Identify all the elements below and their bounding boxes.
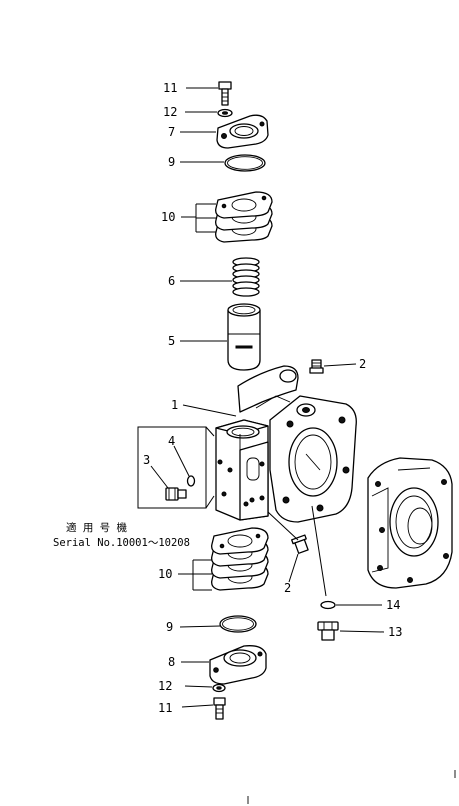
part-12-washer-bottom xyxy=(212,683,226,693)
callout-7: 7 xyxy=(168,125,175,139)
callout-10-top: 10 xyxy=(161,210,175,224)
part-13-drain-plug xyxy=(317,621,339,641)
callout-9-top: 9 xyxy=(168,155,175,169)
part-housing xyxy=(367,457,453,589)
callout-5: 5 xyxy=(168,334,175,348)
part-10-shims-bottom xyxy=(211,527,269,591)
part-2-plug-bottom xyxy=(291,534,309,554)
callout-9-bottom: 9 xyxy=(166,620,173,634)
part-1-valve-body xyxy=(215,365,357,523)
callout-14: 14 xyxy=(386,598,400,612)
callout-10-bottom: 10 xyxy=(158,567,172,581)
part-3-plug xyxy=(165,487,187,501)
part-11-bolt-bottom xyxy=(213,697,226,720)
part-12-washer-top xyxy=(217,108,233,118)
callout-11-top: 11 xyxy=(163,81,177,95)
part-9-o-ring-bottom xyxy=(219,615,257,633)
part-2-plug-top xyxy=(309,359,324,374)
callout-11-bottom: 11 xyxy=(158,701,172,715)
callout-4: 4 xyxy=(168,434,175,448)
part-11-bolt-top xyxy=(218,81,232,106)
callout-1: 1 xyxy=(171,398,178,412)
callout-2-bottom: 2 xyxy=(284,581,291,595)
callout-2-top: 2 xyxy=(359,357,366,371)
callout-3: 3 xyxy=(143,453,150,467)
part-8-bottom-cover xyxy=(209,645,267,685)
callout-12-top: 12 xyxy=(163,105,177,119)
part-5-sleeve xyxy=(227,303,261,371)
serial-number-range: Serial No.10001～10208 xyxy=(53,537,190,549)
callout-13: 13 xyxy=(388,625,402,639)
inset-box xyxy=(137,426,215,509)
part-14-o-ring xyxy=(320,600,336,610)
part-4-small-o-ring xyxy=(186,475,196,487)
part-10-shims-top xyxy=(215,191,273,243)
part-6-spring xyxy=(232,257,260,297)
part-9-o-ring-top xyxy=(224,154,266,172)
applicability-heading: 適 用 号 機 xyxy=(66,521,127,534)
part-7-cover xyxy=(216,114,269,149)
callout-8: 8 xyxy=(168,655,175,669)
callout-6: 6 xyxy=(168,274,175,288)
callout-12-bottom: 12 xyxy=(158,679,172,693)
